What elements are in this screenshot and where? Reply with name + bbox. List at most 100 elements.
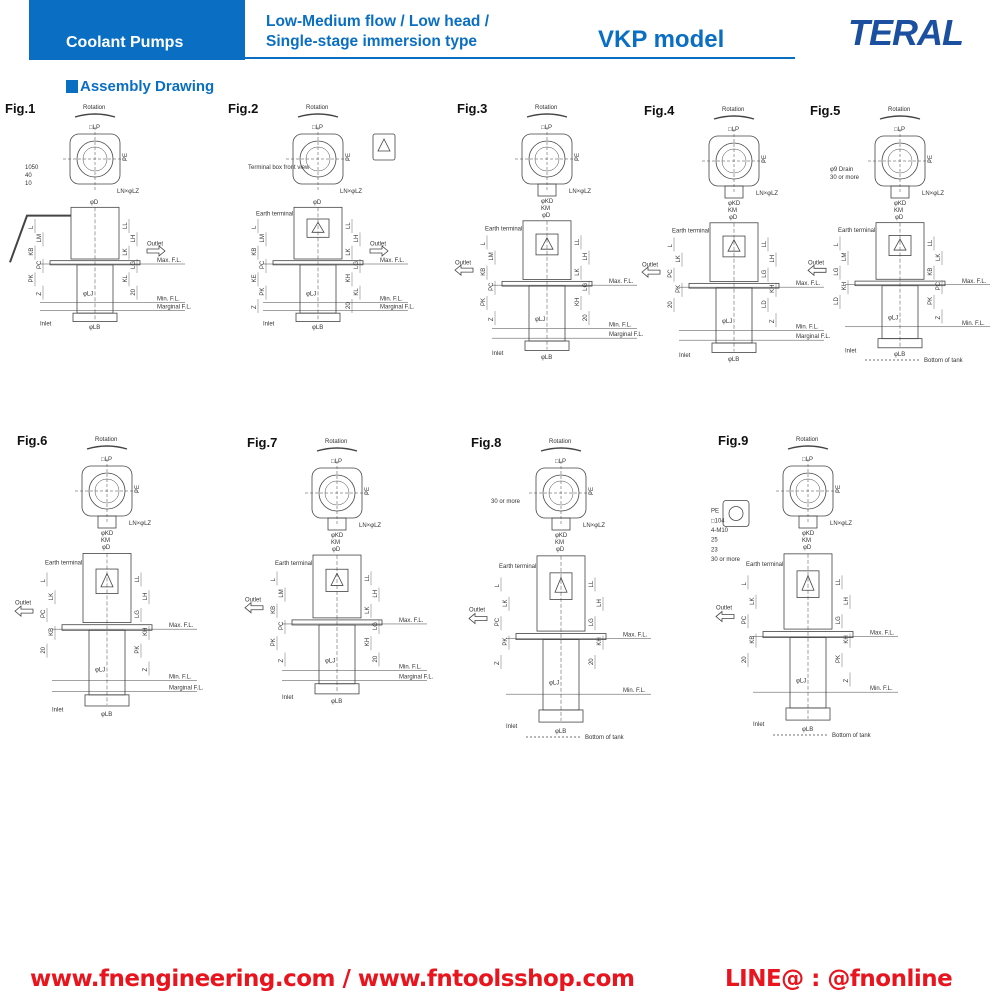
dimension-lk: LK (676, 255, 682, 262)
drawing-note: 23 (711, 547, 718, 553)
pump-base (524, 340, 570, 351)
rotation-arrow-icon (879, 115, 921, 120)
diameter-lb-label: φLB (894, 352, 905, 358)
earth-terminal-label: Earth terminal (746, 562, 783, 568)
figure-label: Fig.3 (457, 101, 488, 116)
dimension-pk: PK (836, 655, 842, 663)
dimension-kl: KL (354, 288, 360, 296)
dimension-lk: LK (123, 248, 129, 255)
marginal-fluid-level-label: Marginal F.L. (609, 332, 644, 338)
drawing-note: φ9 Drain (830, 167, 853, 173)
dimension-kb: KB (750, 636, 756, 644)
dimension-kh: KH (346, 274, 352, 282)
drawing-note: 30 or more (491, 499, 521, 505)
km-dimension: KM (541, 206, 550, 212)
dimension-ll: LL (762, 240, 768, 247)
outlet-top-view (97, 515, 117, 529)
dimension-l: L (481, 241, 487, 245)
footer-websites[interactable]: www.fnengineering.com / www.fntoolsshop.… (30, 966, 635, 992)
dimension-lh: LH (844, 597, 850, 605)
diameter-d-label: φD (102, 545, 111, 551)
km-dimension: KM (894, 208, 903, 214)
dimension-kh: KH (770, 284, 776, 292)
lp-dimension: □LP (331, 459, 342, 465)
max-fluid-level-label: Max. F.L. (399, 618, 424, 624)
dimension-lk: LK (365, 606, 371, 613)
kd-dimension: φKD (555, 533, 568, 539)
drawing-note: 1050 (25, 165, 39, 171)
dimension-lk: LK (503, 599, 509, 606)
outlet-top-view (537, 183, 557, 197)
diameter-lb-label: φLB (331, 699, 342, 705)
diameter-lb-label: φLB (555, 729, 566, 735)
outlet-label: Outlet (147, 242, 163, 248)
dimension-20: 20 (346, 302, 352, 309)
pe-dimension: PE (589, 487, 595, 495)
marginal-fluid-level-label: Marginal F.L. (157, 305, 192, 311)
outlet-label: Outlet (642, 262, 658, 268)
rotation-arrow-icon (297, 113, 339, 118)
pe-dimension: PE (575, 153, 581, 161)
outlet-arrow-icon (146, 245, 166, 257)
dimension-lg: LG (131, 261, 137, 269)
dimension-lh: LH (354, 235, 360, 243)
outlet-arrow-icon (369, 245, 389, 257)
dimension-lm: LM (37, 234, 43, 242)
bolt-hole-dimension: LN×φLZ (922, 191, 944, 197)
km-dimension: KM (802, 538, 811, 544)
kd-dimension: φKD (894, 201, 907, 207)
section-heading: Assembly Drawing (66, 78, 214, 95)
dimension-ll: LL (365, 574, 371, 581)
dimension-lh: LH (131, 235, 137, 243)
rotation-label: Rotation (549, 439, 571, 445)
outlet-label: Outlet (15, 601, 31, 607)
dimension-ll: LL (836, 578, 842, 585)
figure-label: Fig.1 (5, 101, 36, 116)
bolt-hole-dimension: LN×φLZ (129, 521, 151, 527)
dimension-20: 20 (373, 655, 379, 662)
dimension-lk: LK (49, 593, 55, 600)
rotation-arrow-icon (74, 113, 116, 118)
max-fluid-level-label: Max. F.L. (962, 279, 987, 285)
bottom-of-tank-label: Bottom of tank (924, 358, 964, 364)
kd-dimension: φKD (802, 531, 815, 537)
power-cable (9, 214, 71, 263)
dimension-l: L (29, 225, 35, 229)
dimension-pc: PC (742, 615, 748, 624)
dimension-pc: PC (260, 260, 266, 269)
dimension-lg: LG (589, 618, 595, 626)
section-bullet-icon (66, 80, 78, 93)
assembly-drawing: Rotation□LPLN×φLZPEφDφLBφLJInletOutletMa… (9, 105, 192, 331)
dimension-pc: PC (279, 621, 285, 630)
lp-dimension: □LP (802, 457, 813, 463)
dimension-20: 20 (41, 646, 47, 653)
dimension-pk: PK (271, 638, 277, 646)
diameter-d-label: φD (332, 547, 341, 553)
marginal-fluid-level-label: Marginal F.L. (796, 334, 831, 340)
dimension-ld: LD (762, 300, 768, 308)
diameter-lj-label: φLJ (95, 667, 105, 673)
rotation-label: Rotation (95, 437, 117, 443)
rotation-label: Rotation (325, 439, 347, 445)
rotation-label: Rotation (722, 107, 744, 113)
drawing-note: Terminal box front view (248, 165, 310, 171)
max-fluid-level-label: Max. F.L. (609, 279, 634, 285)
dimension-pc: PC (495, 617, 501, 626)
dimension-kh: KH (842, 282, 848, 290)
rotation-arrow-icon (540, 447, 582, 452)
section-title: Assembly Drawing (80, 78, 215, 95)
drawing-note: 10 (25, 181, 32, 187)
rotation-label: Rotation (796, 437, 818, 443)
dimension-kb: KB (49, 628, 55, 636)
terminal-box-front-view (372, 133, 396, 161)
figure-label: Fig.4 (644, 103, 675, 118)
